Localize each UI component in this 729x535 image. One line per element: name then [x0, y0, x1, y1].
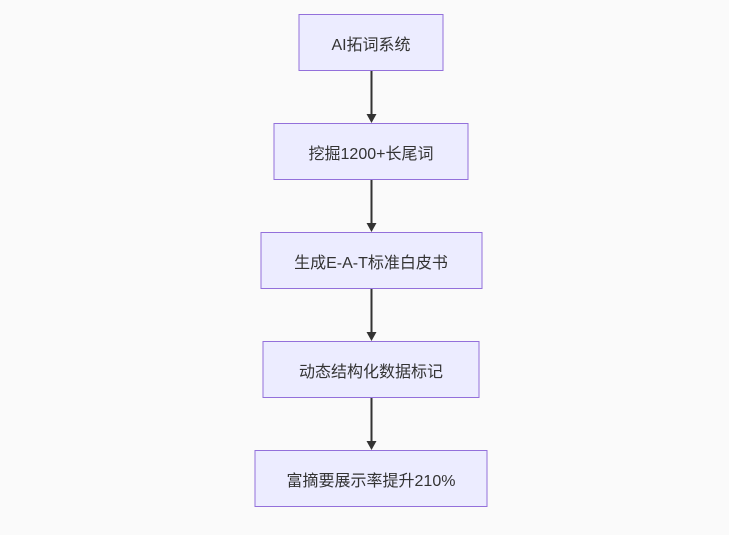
flow-node-label: 挖掘1200+长尾词	[308, 145, 434, 163]
flow-node-longtail-mining: 挖掘1200+长尾词	[273, 123, 469, 180]
flow-arrow-4	[366, 398, 376, 450]
flow-arrow-2	[366, 180, 376, 232]
flow-node-structured-data-markup: 动态结构化数据标记	[262, 341, 480, 398]
arrow-line	[370, 71, 372, 114]
arrowhead-down-icon	[366, 223, 376, 232]
flow-node-ai-word-expansion: AI拓词系统	[298, 14, 444, 71]
arrowhead-down-icon	[366, 114, 376, 123]
arrow-line	[370, 180, 372, 223]
flow-node-label: 动态结构化数据标记	[298, 363, 443, 381]
arrowhead-down-icon	[366, 441, 376, 450]
flow-node-rich-snippet-result: 富摘要展示率提升210%	[254, 450, 488, 507]
flow-node-label: AI拓词系统	[331, 36, 411, 54]
arrowhead-down-icon	[366, 332, 376, 341]
flow-node-label: 富摘要展示率提升210%	[286, 472, 456, 490]
flowchart: AI拓词系统 挖掘1200+长尾词 生成E-A-T标准白皮书 动态结构化数据标记	[254, 14, 488, 507]
flow-node-label: 生成E-A-T标准白皮书	[294, 254, 448, 272]
arrow-line	[370, 398, 372, 441]
flow-node-eat-whitepaper: 生成E-A-T标准白皮书	[260, 232, 482, 289]
flow-arrow-3	[366, 289, 376, 341]
arrow-line	[370, 289, 372, 332]
flow-arrow-1	[366, 71, 376, 123]
